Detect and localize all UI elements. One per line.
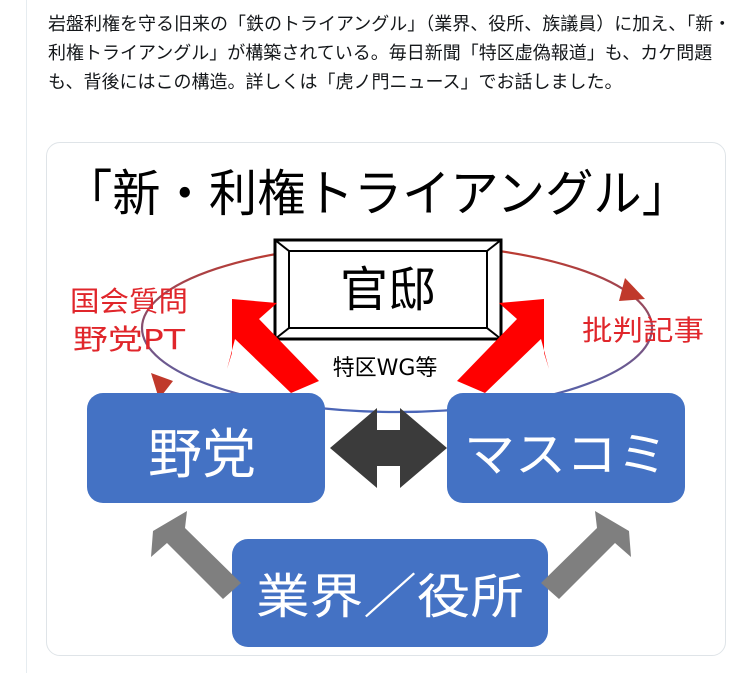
- kantei-caption: 特区WG等: [333, 356, 438, 381]
- right-gray-arrow: [541, 511, 631, 599]
- masukomi-box: マスコミ: [447, 393, 685, 503]
- yato-box: 野党: [87, 393, 325, 503]
- gyokai-label: 業界／役所: [256, 569, 524, 625]
- left-label-line1: 国会質問: [70, 285, 188, 318]
- tweet-text: 岩盤利権を守る旧来の「鉄のトライアングル」（業界、役所、族議員）に加え、「新・利…: [48, 14, 732, 93]
- ellipse-arrowhead-left: [151, 373, 173, 399]
- timeline-rule: [26, 0, 27, 673]
- double-arrow: [330, 408, 447, 488]
- kantei-label: 官邸: [340, 262, 436, 318]
- kantei-box: 官邸: [273, 238, 503, 341]
- masukomi-label: マスコミ: [464, 427, 668, 483]
- left-red-arrow: [227, 299, 319, 393]
- gyokai-box: 業界／役所: [232, 539, 548, 647]
- yato-label: 野党: [148, 423, 256, 486]
- left-gray-arrow: [151, 511, 241, 599]
- right-red-arrow: [457, 299, 549, 393]
- ellipse-arrowhead-right: [619, 278, 645, 301]
- triangle-diagram: 「新・利権トライアングル」 官邸 特区WG等 国会質問 野党PT 批判記事 野党: [64, 165, 704, 647]
- left-label-line2: 野党PT: [73, 323, 186, 356]
- diagram-title: 「新・利権トライアングル」: [64, 165, 690, 223]
- right-label: 批判記事: [582, 314, 704, 347]
- tweet-image[interactable]: 「新・利権トライアングル」 官邸 特区WG等 国会質問 野党PT 批判記事 野党: [46, 142, 726, 656]
